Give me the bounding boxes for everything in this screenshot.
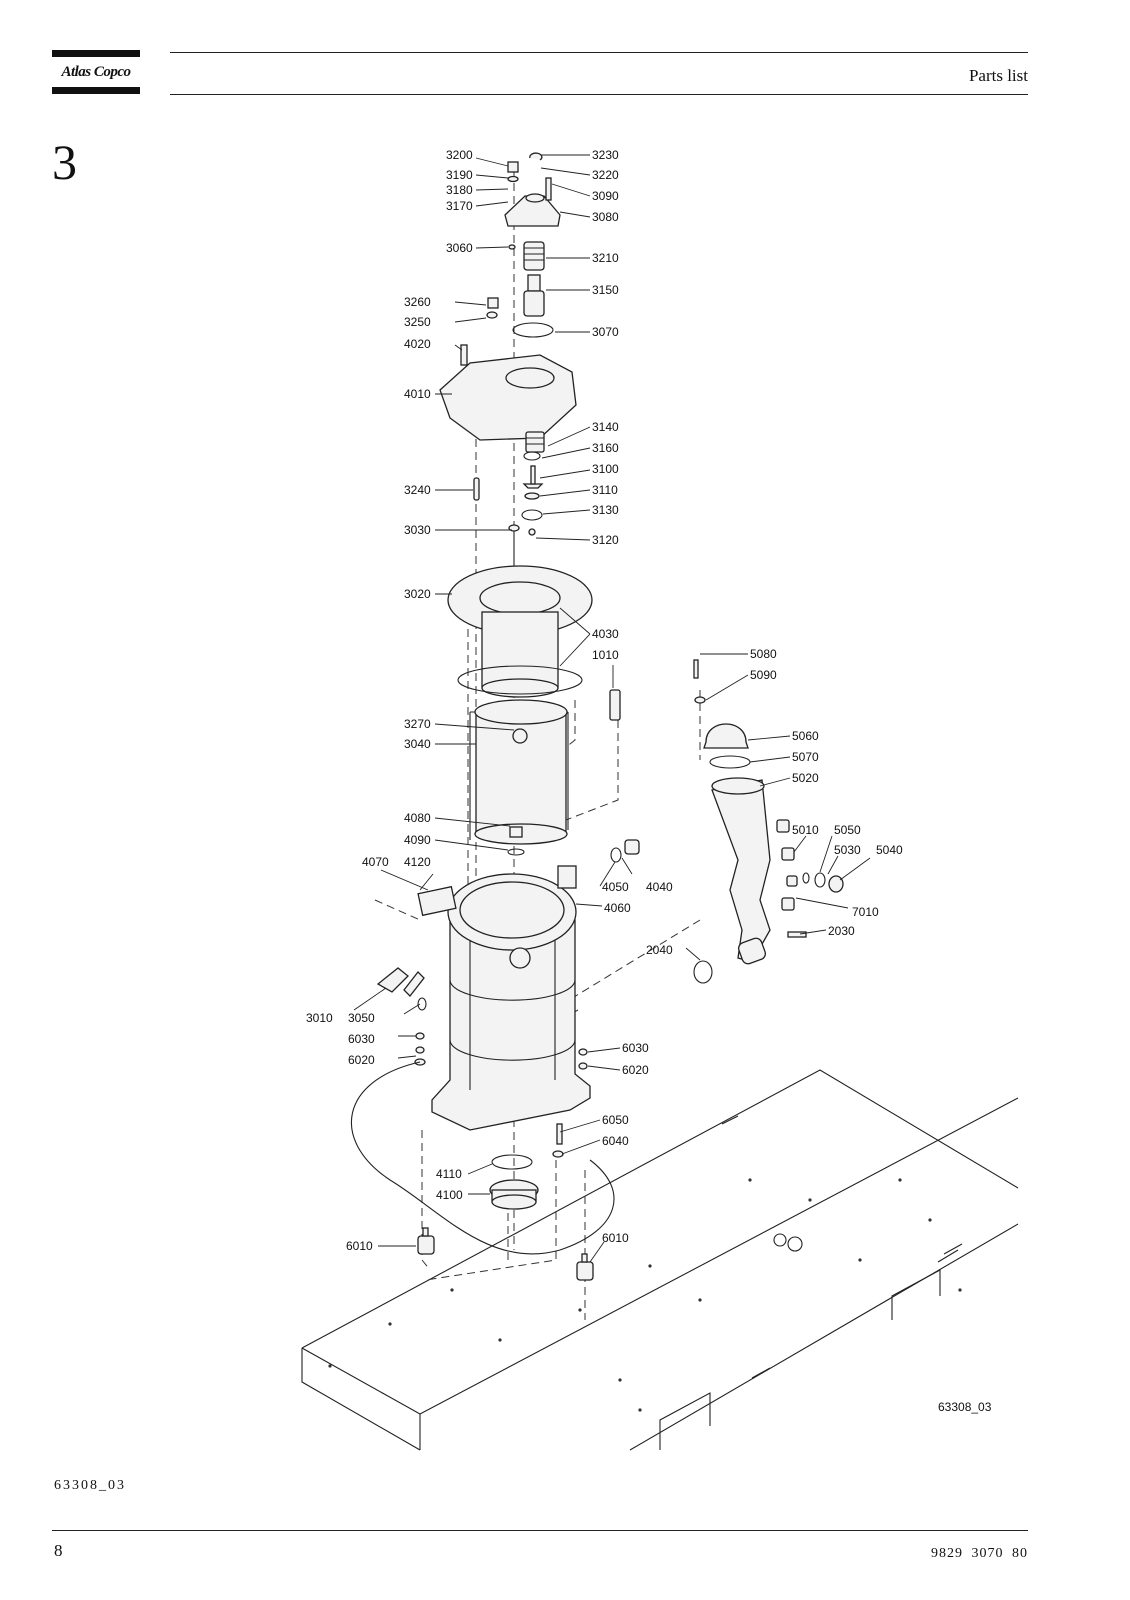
callout-label: 5020 <box>792 771 819 785</box>
callout-label: 5010 <box>792 823 819 837</box>
callout-label: 4120 <box>404 855 431 869</box>
callout-labels: 3200 3230 3190 3220 3180 3090 3170 3080 … <box>306 148 992 1414</box>
callout-label: 3020 <box>404 587 431 601</box>
callout-label: 2030 <box>828 924 855 938</box>
logo-bar-top <box>52 50 140 57</box>
header-rule-bottom <box>170 94 1028 95</box>
callout-label: 4030 <box>592 627 619 641</box>
callout-label: 3250 <box>404 315 431 329</box>
callout-label: 3090 <box>592 189 619 203</box>
chapter-number: 3 <box>52 134 77 190</box>
callout-label: 6050 <box>602 1113 629 1127</box>
callout-label: 3260 <box>404 295 431 309</box>
callout-label: 3070 <box>592 325 619 339</box>
callout-label: 6010 <box>602 1231 629 1245</box>
drawing-reference: 63308_03 <box>938 1400 992 1414</box>
callout-label: 2040 <box>646 943 673 957</box>
callout-label: 1010 <box>592 648 619 662</box>
figure-caption: 63308_03 <box>54 1478 126 1493</box>
callout-label: 3010 <box>306 1011 333 1025</box>
callout-label: 4080 <box>404 811 431 825</box>
callout-label: 3210 <box>592 251 619 265</box>
callout-label: 3110 <box>592 483 618 497</box>
callout-label: 3120 <box>592 533 619 547</box>
callout-label: 5080 <box>750 647 777 661</box>
mounting-parts <box>417 1123 594 1281</box>
footer-rule <box>52 1530 1028 1531</box>
filter-assembly <box>693 659 844 984</box>
document-number: 9829 3070 80 <box>931 1546 1028 1561</box>
callout-label: 5040 <box>876 843 903 857</box>
callout-label: 6030 <box>348 1032 375 1046</box>
callout-label: 6020 <box>348 1053 375 1067</box>
callout-label: 3080 <box>592 210 619 224</box>
callout-leaders <box>353 154 871 1263</box>
callout-label: 3180 <box>446 183 473 197</box>
callout-label: 5060 <box>792 729 819 743</box>
callout-label: 3270 <box>404 717 431 731</box>
top-cover-assembly <box>439 152 577 590</box>
callout-label: 3040 <box>404 737 431 751</box>
callout-label: 5070 <box>792 750 819 764</box>
logo-wordmark: Atlas Copco <box>61 64 131 80</box>
header-title: Parts list <box>968 66 1028 85</box>
callout-label: 6010 <box>346 1239 373 1253</box>
callout-label: 4060 <box>604 901 631 915</box>
logo-bar-bottom <box>52 87 140 94</box>
page-number: 8 <box>54 1541 63 1560</box>
callout-label: 3240 <box>404 483 431 497</box>
callout-label: 3140 <box>592 420 619 434</box>
callout-label: 3150 <box>592 283 619 297</box>
callout-label: 3060 <box>446 241 473 255</box>
atlas-copco-logo: Atlas Copco <box>52 50 140 94</box>
callout-label: 6030 <box>622 1041 649 1055</box>
vessel-body <box>351 689 640 1255</box>
callout-label: 4090 <box>404 833 431 847</box>
callout-label: 3170 <box>446 199 473 213</box>
callout-label: 3200 <box>446 148 473 162</box>
callout-label: 7010 <box>852 905 879 919</box>
base-frame <box>301 1069 1019 1451</box>
callout-label: 5030 <box>834 843 861 857</box>
callout-label: 4040 <box>646 880 673 894</box>
callout-label: 4110 <box>436 1167 462 1181</box>
callout-label: 3050 <box>348 1011 375 1025</box>
callout-label: 4020 <box>404 337 431 351</box>
callout-label: 4070 <box>362 855 389 869</box>
callout-label: 3030 <box>404 523 431 537</box>
callout-label: 6020 <box>622 1063 649 1077</box>
callout-label: 5090 <box>750 668 777 682</box>
callout-label: 3130 <box>592 503 619 517</box>
callout-label: 4050 <box>602 880 629 894</box>
callout-label: 3190 <box>446 168 473 182</box>
callout-label: 3220 <box>592 168 619 182</box>
callout-label: 6040 <box>602 1134 629 1148</box>
header-rule-top <box>170 52 1028 53</box>
callout-label: 4010 <box>404 387 431 401</box>
callout-label: 3100 <box>592 462 619 476</box>
separator-elements <box>447 565 593 856</box>
callout-label: 4100 <box>436 1188 463 1202</box>
callout-label: 3230 <box>592 148 619 162</box>
callout-label: 3160 <box>592 441 619 455</box>
callout-label: 5050 <box>834 823 861 837</box>
